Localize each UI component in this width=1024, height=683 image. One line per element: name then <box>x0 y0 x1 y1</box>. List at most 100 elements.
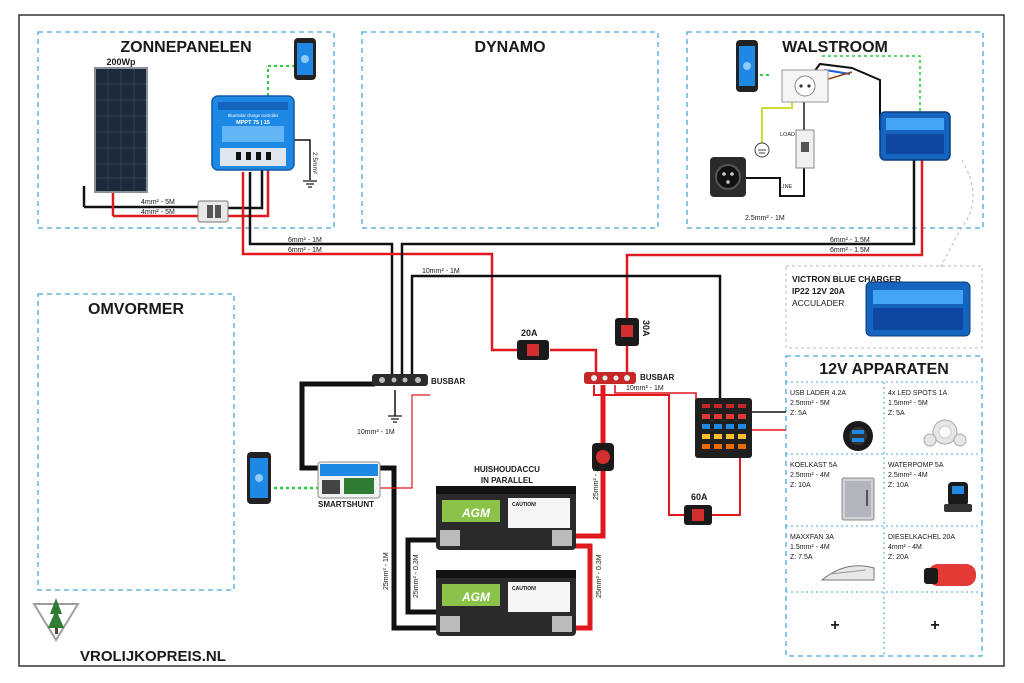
section-title-appliances: 12V APPARATEN <box>819 361 949 378</box>
wire-20a-busbar <box>550 348 598 372</box>
fuse-20a <box>517 340 549 360</box>
brand-name: VROLIJKOPREIS.NL <box>80 648 226 665</box>
wire-busbar-shunt <box>299 381 375 471</box>
appliance-3-fuse: Z: 10A <box>790 482 811 489</box>
cable-label-charger-neg: 6mm² - 1.5M <box>830 237 870 244</box>
mppt-model-line1: BlueSolar charge controller <box>228 113 279 118</box>
wire-parallel-neg <box>405 537 440 615</box>
wire-busbar-fuseblock-neg <box>410 274 722 398</box>
appliance-4-fuse: Z: 10A <box>888 482 909 489</box>
appliance-3-cable: 2.5mm² - 4M <box>790 472 830 479</box>
appliance-2-fuse: Z: 5A <box>888 410 905 417</box>
water-pump-icon <box>944 482 972 512</box>
battery-2 <box>436 570 576 636</box>
dynamo-section-box <box>361 31 659 229</box>
appliance-4-name: WATERPOMP 5A <box>888 462 944 469</box>
solar-section-box <box>37 31 335 229</box>
solar-panel <box>94 67 148 193</box>
fuse-block <box>695 398 752 458</box>
appliance-4-cable: 2.5mm² - 4M <box>888 472 928 479</box>
battery-2-caution: CAUTION! <box>512 586 537 592</box>
positive-busbar <box>584 372 636 384</box>
mppt-controller <box>211 95 295 171</box>
fuse-60a-label: 60A <box>691 492 708 502</box>
section-title-shore: WALSTROOM <box>782 39 888 56</box>
charger-info-box <box>785 265 983 349</box>
appliance-3-name: KOELKAST 5A <box>790 462 838 469</box>
add-appliance-button[interactable]: + <box>930 617 939 634</box>
fuse-30a-label: 30A <box>641 320 651 337</box>
appliance-6-cable: 4mm² - 4M <box>888 544 922 551</box>
wire-charger-neg <box>400 160 916 380</box>
cable-label-battery-pos: 25mm² - 1M <box>593 462 600 500</box>
wire-60a-fuseblock <box>712 455 741 516</box>
cable-label-parallel-neg: 25mm² - 0.3M <box>413 554 420 598</box>
battery-switch <box>592 443 614 471</box>
wire-mppt-ground <box>288 139 311 180</box>
smartshunt <box>317 461 381 499</box>
fuse-20a-label: 20A <box>521 328 538 338</box>
solar-cable-neg-label: 4mm² - 5M <box>141 199 175 206</box>
ground-icon <box>303 180 317 188</box>
charger-info-line1: VICTRON BLUE CHARGER <box>792 274 901 284</box>
roof-fan-icon <box>820 565 875 581</box>
battery-title-line2: IN PARALLEL <box>481 476 533 485</box>
section-title-solar: ZONNEPANELEN <box>120 39 251 56</box>
wire-mppt-out-pos <box>241 172 520 352</box>
charger-info-pointer <box>939 159 974 269</box>
cable-label-fuseblock: 10mm² - 1M <box>626 385 664 392</box>
cable-label-ground: 10mm² - 1M <box>357 429 395 436</box>
shore-power-inlet <box>710 157 746 197</box>
section-title-dynamo: DYNAMO <box>474 39 545 56</box>
shore-inlet-breaker <box>745 165 805 197</box>
appliance-2-name: 4x LED SPOTS 1A <box>888 390 947 397</box>
negative-busbar <box>372 374 428 386</box>
mppt-model-line2: MPPT 75 | 15 <box>236 120 270 126</box>
wall-outlet <box>781 69 829 103</box>
wire-mppt-out-neg <box>248 172 394 380</box>
brand-logo-icon <box>32 598 80 642</box>
shore-cable-label: 2.5mm² - 1M <box>745 215 785 222</box>
phone-icon <box>294 38 316 80</box>
diesel-heater-icon <box>924 564 976 586</box>
bluetooth-link-mppt <box>267 65 302 96</box>
section-title-inverter: OMVORMER <box>88 301 184 318</box>
wire-shunt-sense <box>380 394 430 489</box>
battery-1-caution: CAUTION! <box>512 502 537 508</box>
battery-2-brand: AGM <box>461 590 491 604</box>
usb-charger-icon <box>843 421 873 451</box>
charger-info-line2: IP22 12V 20A <box>792 286 845 296</box>
appliance-1-fuse: Z: 5A <box>790 410 807 417</box>
mppt-ground-cable-label: 2.5mm² <box>311 152 318 175</box>
battery-title-line1: HUISHOUDACCU <box>474 465 540 474</box>
wire-switch-battery <box>566 470 606 539</box>
phone-icon <box>247 452 271 504</box>
busbar-neg-label: BUSBAR <box>431 377 465 386</box>
cable-label-charger-pos: 6mm² - 1.5M <box>830 247 870 254</box>
battery-1-brand: AGM <box>461 506 491 520</box>
solar-panel-label: 200Wp <box>106 57 136 67</box>
earth-icon <box>754 142 770 158</box>
appliance-5-cable: 1.5mm² - 4M <box>790 544 830 551</box>
appliance-2-cable: 1.5mm² - 5M <box>888 400 928 407</box>
appliance-1-name: USB LADER 4.2A <box>790 390 846 397</box>
add-appliance-button[interactable]: + <box>830 617 839 634</box>
solar-breaker <box>197 200 229 223</box>
shore-section-box <box>686 31 984 229</box>
wire-busbar-60a <box>593 385 684 516</box>
battery-1 <box>436 486 576 550</box>
appliance-1-cable: 2.5mm² - 5M <box>790 400 830 407</box>
busbar-pos-label: BUSBAR <box>640 373 674 382</box>
appliances-section-box <box>785 355 983 657</box>
fuse-30a <box>615 318 639 346</box>
appliance-5-name: MAXXFAN 3A <box>790 534 834 541</box>
appliance-6-fuse: Z: 20A <box>888 554 909 561</box>
charger-info-line3: ACCULADER <box>792 298 844 308</box>
led-spot-icon <box>923 419 967 447</box>
bluetooth-link-charger <box>822 55 921 112</box>
wire-breaker-mppt-neg <box>228 170 264 210</box>
appliances-grid <box>786 381 982 656</box>
cable-label-solar-pos: 6mm² - 1M <box>288 247 322 254</box>
inverter-section-box <box>37 293 235 591</box>
